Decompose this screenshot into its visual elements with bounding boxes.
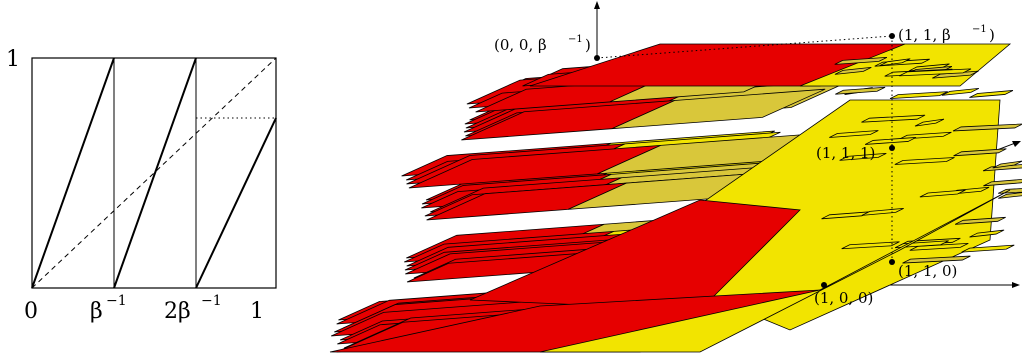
fringe-34	[969, 90, 1014, 98]
branch-3	[195, 117, 277, 289]
x-tick-beta: β	[90, 299, 103, 324]
x-axis-arrow	[1012, 282, 1020, 288]
fringe-9	[952, 123, 1022, 132]
fringe-7	[839, 152, 887, 161]
identity-diagonal	[31, 57, 277, 289]
fringe-0	[834, 57, 888, 65]
point-100	[821, 282, 827, 288]
fringe-28	[941, 88, 980, 96]
point-111	[889, 145, 895, 151]
fringe-29	[914, 118, 945, 127]
label-11b-main: (1, 1, β	[898, 26, 951, 44]
fringe-19	[894, 157, 955, 165]
point-11b	[889, 33, 895, 39]
fringe-6	[932, 70, 979, 79]
label-00b-sup: −1	[568, 34, 583, 45]
fringe-24	[954, 216, 1006, 225]
bottom-sheet-yellow	[539, 189, 1011, 353]
fringe-35	[894, 240, 949, 249]
point-00b	[594, 55, 600, 61]
branch-1	[31, 57, 115, 289]
point-110	[889, 259, 895, 265]
fringe-18	[902, 255, 971, 264]
label-110: (1, 1, 0)	[898, 262, 957, 280]
x-tick-beta-inv: β −1	[90, 293, 127, 324]
fringe-36	[835, 86, 886, 95]
layer-4-0-right	[611, 88, 826, 130]
branch-2	[113, 57, 197, 289]
label-11b: (1, 1, β −1 )	[898, 24, 995, 44]
z-axis-arrow	[594, 1, 600, 9]
label-00b-main: (0, 0, β	[494, 36, 547, 54]
fringe-15	[982, 164, 1022, 172]
fringe-32	[861, 207, 904, 216]
fringe-37	[864, 137, 917, 145]
fringe-21	[998, 188, 1022, 194]
x-tick-2beta: 2β	[164, 299, 191, 324]
fringe-17	[909, 242, 969, 251]
fringe-20	[961, 244, 1015, 253]
fringe-27	[998, 192, 1022, 199]
label-100: (1, 0, 0)	[814, 289, 873, 307]
fringe-1	[969, 229, 1005, 238]
x-tick-2beta-sup: −1	[201, 293, 222, 309]
fringe-4	[861, 114, 926, 123]
label-11b-sup: −1	[972, 24, 987, 35]
y-axis-arrow	[1012, 141, 1021, 147]
fringe-33	[983, 179, 1022, 187]
x-tick-beta-sup: −1	[106, 293, 127, 309]
label-00b-close: )	[585, 36, 591, 54]
fringe-23	[919, 189, 966, 198]
fringe-12	[834, 66, 872, 75]
fringe-22	[899, 68, 972, 77]
x-tick-0: 0	[24, 299, 38, 324]
fringe-39	[953, 148, 1007, 157]
x-tick-2beta-inv: 2β −1	[164, 293, 222, 324]
fringe-38	[879, 58, 911, 67]
beta-map-plot: 1 0 β −1 2β −1 1	[6, 47, 277, 324]
fringe-26	[829, 130, 879, 138]
y-tick-1: 1	[6, 47, 20, 72]
fringe-30	[992, 160, 1022, 169]
fractal-stack-plot: (0, 0, β −1 ) (1, 1, β −1 ) (1, 1, 1) (1…	[329, 1, 1022, 353]
label-11b-close: )	[989, 26, 995, 44]
label-00b: (0, 0, β −1 )	[494, 34, 591, 54]
label-111: (1, 1, 1)	[816, 144, 875, 162]
fringe-31	[889, 91, 948, 100]
fractal-layers	[329, 43, 1022, 353]
x-tick-1: 1	[250, 299, 264, 324]
fringe-16	[841, 241, 900, 250]
plot-frame	[31, 57, 277, 289]
